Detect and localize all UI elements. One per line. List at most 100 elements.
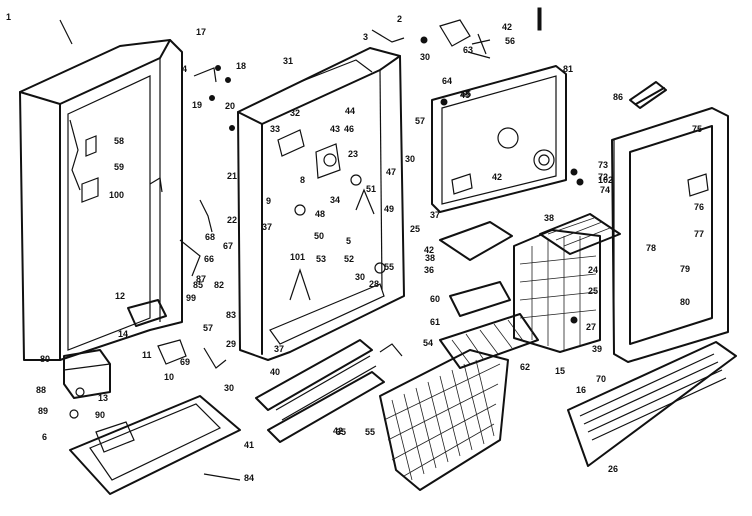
evaporator-cover [431,65,567,213]
part-label-6: 6 [42,432,47,442]
part-label-81: 81 [563,64,573,74]
part-label-68: 68 [205,232,215,242]
part-label-4: 4 [182,64,187,74]
part-label-36: 36 [424,265,434,275]
part-label-90: 90 [95,410,105,420]
part-label-53: 53 [316,254,326,264]
part-label-9: 9 [266,196,271,206]
part-label-75: 75 [692,124,702,134]
inner-liner [237,47,405,361]
part-label-16: 16 [576,385,586,395]
part-label-13: 13 [98,393,108,403]
part-label-48: 48 [315,209,325,219]
part-label-70: 70 [596,374,606,384]
part-label-82: 82 [214,280,224,290]
toe-grille [567,341,737,467]
part-label-37: 37 [430,210,440,220]
part-label-99: 99 [186,293,196,303]
part-label-59: 59 [114,162,124,172]
part-label-38: 38 [425,253,435,263]
ice-maker-module [439,213,621,353]
part-label-60: 60 [430,294,440,304]
part-label-86: 86 [613,92,623,102]
part-label-50: 50 [314,231,324,241]
part-label-28: 28 [369,279,379,289]
part-label-30: 30 [224,383,234,393]
part-label-37: 37 [274,344,284,354]
part-label-1: 1 [6,12,11,22]
part-label-66: 66 [204,254,214,264]
part-label-67: 67 [223,241,233,251]
part-label-42: 42 [492,172,502,182]
part-label-14: 14 [118,329,128,339]
fan-motor [420,19,491,106]
part-label-83: 83 [226,310,236,320]
part-label-47: 47 [386,167,396,177]
part-label-10: 10 [164,372,174,382]
part-label-76: 76 [694,202,704,212]
part-label-88: 88 [36,385,46,395]
part-label-31: 31 [283,56,293,66]
part-label-25: 25 [588,286,598,296]
part-label-42: 42 [424,245,434,255]
part-label-27: 27 [586,322,596,332]
part-label-15: 15 [555,366,565,376]
part-label-30: 30 [405,154,415,164]
part-label-62: 62 [520,362,530,372]
part-label-33: 33 [270,124,280,134]
door-frame [611,107,729,363]
part-label-63: 63 [463,45,473,55]
part-label-22: 22 [227,215,237,225]
part-label-87: 87 [196,274,206,284]
rail-assembly [255,339,403,443]
part-label-74: 74 [600,185,610,195]
part-label-40: 40 [270,367,280,377]
part-label-69: 69 [180,357,190,367]
part-label-32: 32 [290,108,300,118]
part-label-2: 2 [397,14,402,24]
part-label-29: 29 [226,339,236,349]
part-label-52: 52 [344,254,354,264]
part-label-61: 61 [430,317,440,327]
part-label-79: 79 [680,264,690,274]
part-label-100: 100 [109,190,124,200]
part-label-30: 30 [420,52,430,62]
part-label-23: 23 [348,149,358,159]
part-label-64: 64 [442,76,452,86]
part-label-19: 19 [192,100,202,110]
part-label-11: 11 [142,350,152,360]
part-label-80: 80 [40,354,50,364]
part-label-73: 73 [598,160,608,170]
part-label-39: 39 [592,344,602,354]
part-label-35: 35 [336,427,346,437]
part-label-45: 45 [460,90,470,100]
part-label-54: 54 [423,338,433,348]
part-label-37: 37 [262,222,272,232]
part-label-77: 77 [694,229,704,239]
part-label-21: 21 [227,171,237,181]
part-label-57: 57 [203,323,213,333]
part-label-80: 80 [680,297,690,307]
misc-hardware [179,7,667,324]
part-label-43: 43 [330,124,340,134]
part-label-26: 26 [608,464,618,474]
part-label-44: 44 [345,106,355,116]
part-label-42: 42 [333,426,343,436]
part-label-55: 55 [384,262,394,272]
part-label-46: 46 [344,124,354,134]
part-label-41: 41 [244,440,254,450]
part-label-34: 34 [330,195,340,205]
part-label-25: 25 [410,224,420,234]
part-label-51: 51 [366,184,376,194]
part-label-56: 56 [505,36,515,46]
wire-basket [379,313,539,491]
part-label-5: 5 [346,236,351,246]
part-label-17: 17 [196,27,206,37]
part-label-18: 18 [236,61,246,71]
part-label-58: 58 [114,136,124,146]
part-label-102: 102 [598,175,613,185]
part-label-30: 30 [355,272,365,282]
part-label-12: 12 [115,291,125,301]
part-label-24: 24 [588,265,598,275]
